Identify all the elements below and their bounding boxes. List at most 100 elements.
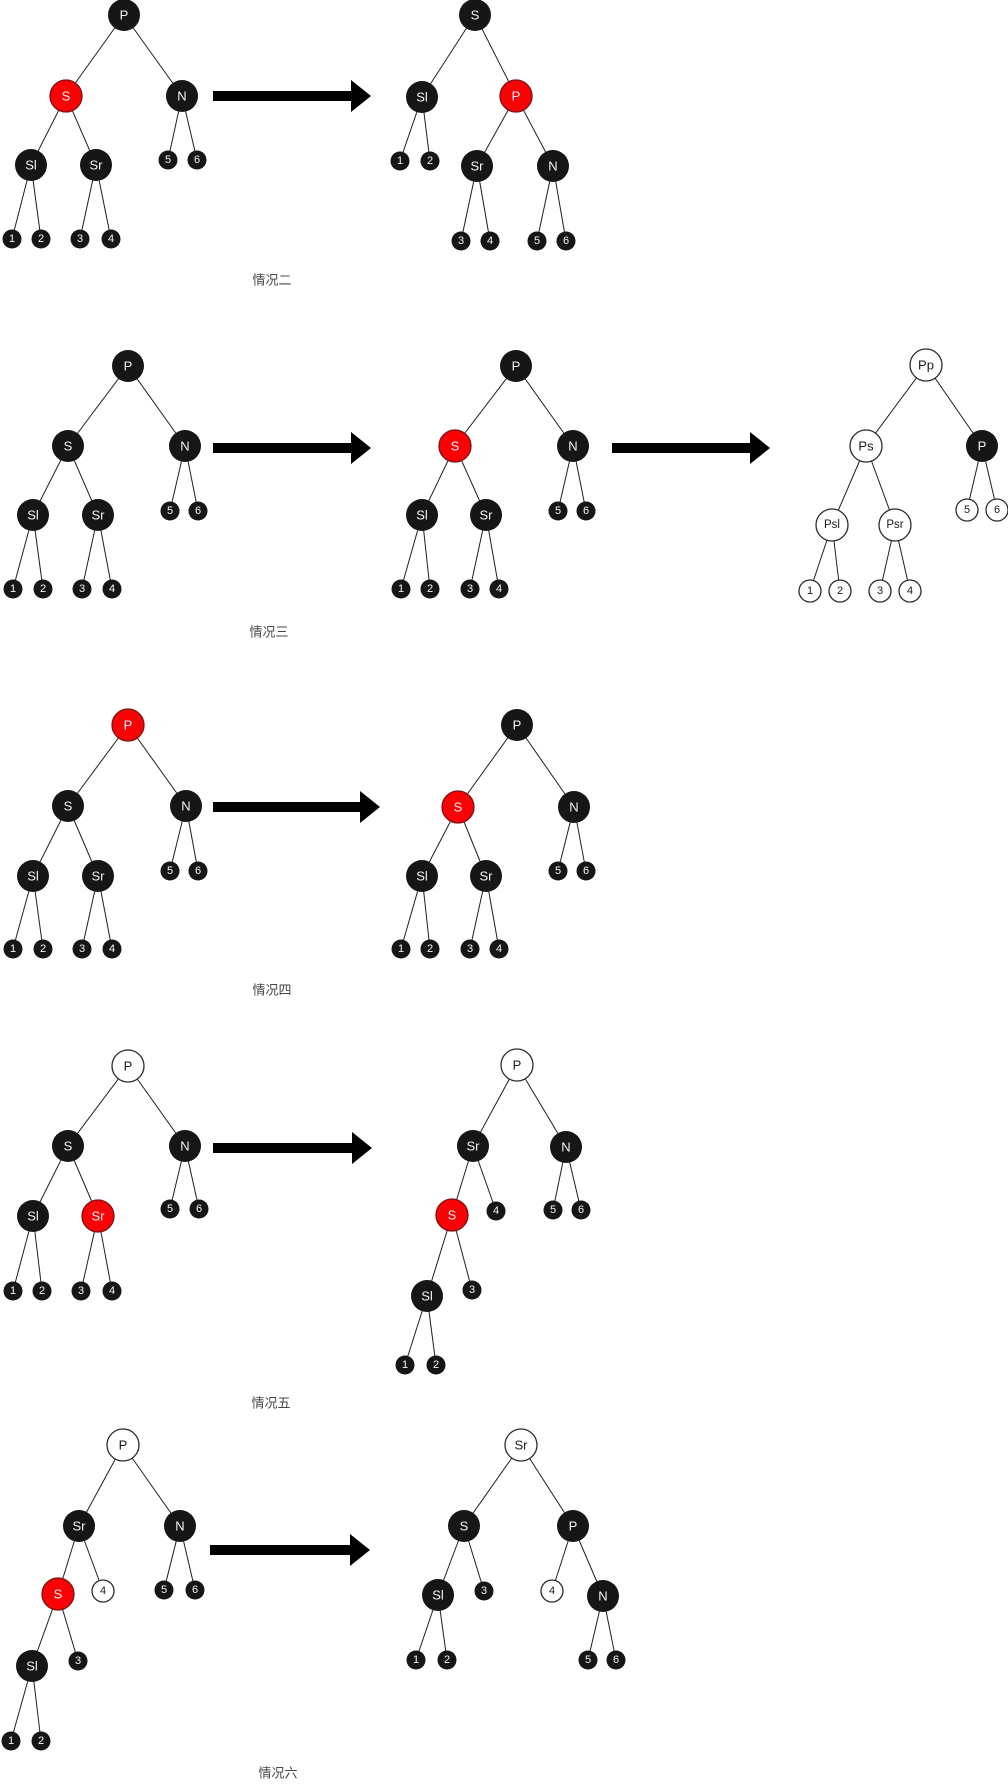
node-circle — [33, 579, 53, 599]
node-label: 6 — [578, 1204, 584, 1216]
case2-after-node-Sl: Sl — [406, 81, 438, 113]
case5-before-node-P: P — [111, 1049, 145, 1083]
node-label: P — [512, 359, 521, 374]
node-label: 3 — [467, 583, 473, 595]
node-circle — [102, 939, 122, 959]
transform-arrow — [213, 432, 371, 464]
node-circle — [422, 1579, 454, 1611]
case4-after-node-n6: 6 — [576, 861, 596, 881]
node-label: 5 — [167, 1203, 173, 1215]
case5-after-node-n1: 1 — [395, 1355, 415, 1375]
case4-after-node-n2: 2 — [420, 939, 440, 959]
node-circle — [32, 1281, 52, 1301]
node-label: 6 — [563, 235, 569, 247]
case4-after-node-n1: 1 — [391, 939, 411, 959]
node-circle — [448, 1510, 480, 1542]
node-circle — [2, 229, 22, 249]
node-circle — [17, 499, 49, 531]
node-label: N — [598, 1589, 607, 1604]
case2-after-node-S: S — [459, 0, 491, 31]
case2-before-node-n1: 1 — [2, 229, 22, 249]
node-label: 5 — [964, 504, 970, 516]
node-circle — [160, 1199, 180, 1219]
case3-step1-node-n5: 5 — [160, 501, 180, 521]
case2-after-node-n4: 4 — [480, 231, 500, 251]
node-circle — [102, 579, 122, 599]
node-label: 2 — [38, 233, 44, 245]
node-circle — [548, 501, 568, 521]
node-circle — [170, 790, 202, 822]
node-label: 3 — [467, 943, 473, 955]
case3-step3-node-n2: 2 — [828, 579, 852, 603]
transform-arrow — [210, 1534, 370, 1566]
node-circle — [878, 508, 912, 542]
node-circle — [391, 579, 411, 599]
node-circle — [548, 861, 568, 881]
case3-step1-node-Sr: Sr — [82, 499, 114, 531]
case3-step1-node-Sl: Sl — [17, 499, 49, 531]
node-label: 2 — [427, 583, 433, 595]
node-label: Sr — [467, 1139, 481, 1154]
case-label-4: 情况四 — [252, 983, 292, 999]
node-circle — [390, 151, 410, 171]
node-circle — [898, 579, 922, 603]
node-label: P — [124, 718, 133, 733]
node-circle — [909, 348, 943, 382]
node-label: Sl — [416, 90, 428, 105]
node-circle — [470, 860, 502, 892]
node-circle — [406, 81, 438, 113]
case3-step3-node-P: P — [966, 430, 998, 462]
node-circle — [164, 1510, 196, 1542]
node-label: 4 — [907, 585, 913, 597]
case6-after-node-n4: 4 — [540, 1579, 564, 1603]
node-label: S — [460, 1519, 469, 1534]
case3-step1-node-n2: 2 — [33, 579, 53, 599]
case6-after-node-P: P — [557, 1510, 589, 1542]
transform-arrow — [213, 791, 380, 823]
node-circle — [70, 229, 90, 249]
case6-before-node-Sl: Sl — [16, 1650, 48, 1682]
case5-before-node-n6: 6 — [189, 1199, 209, 1219]
node-label: S — [451, 439, 460, 454]
node-label: N — [181, 799, 190, 814]
node-circle — [3, 939, 23, 959]
node-circle — [101, 229, 121, 249]
node-circle — [461, 150, 493, 182]
node-circle — [451, 231, 471, 251]
node-circle — [955, 498, 979, 522]
tree-edge-S-Sl — [421, 14, 476, 98]
node-label: S — [454, 800, 463, 815]
node-circle — [420, 579, 440, 599]
node-label: N — [175, 1519, 184, 1534]
case4-before-node-N: N — [170, 790, 202, 822]
node-circle — [72, 939, 92, 959]
case-label-2: 情况二 — [252, 273, 292, 289]
node-circle — [1, 1731, 21, 1751]
node-circle — [486, 1201, 506, 1221]
node-circle — [102, 1281, 122, 1301]
node-circle — [460, 939, 480, 959]
node-label: Sl — [27, 1209, 39, 1224]
node-circle — [169, 430, 201, 462]
node-circle — [457, 1130, 489, 1162]
node-label: 6 — [192, 1584, 198, 1596]
case4-after-node-n5: 5 — [548, 861, 568, 881]
case5-before-node-n3: 3 — [71, 1281, 91, 1301]
node-circle — [815, 508, 849, 542]
node-circle — [31, 229, 51, 249]
node-label: 6 — [613, 1654, 619, 1666]
node-circle — [500, 350, 532, 382]
case5-after-node-Sl: Sl — [411, 1280, 443, 1312]
node-label: 1 — [8, 1735, 14, 1747]
case4-before-node-n5: 5 — [160, 861, 180, 881]
node-circle — [504, 1428, 538, 1462]
case-label-6: 情况六 — [258, 1766, 298, 1782]
node-label: P — [513, 718, 522, 733]
node-circle — [158, 150, 178, 170]
node-label: N — [177, 89, 186, 104]
node-label: Psl — [824, 519, 840, 531]
tree-edge-P-N — [515, 365, 574, 447]
